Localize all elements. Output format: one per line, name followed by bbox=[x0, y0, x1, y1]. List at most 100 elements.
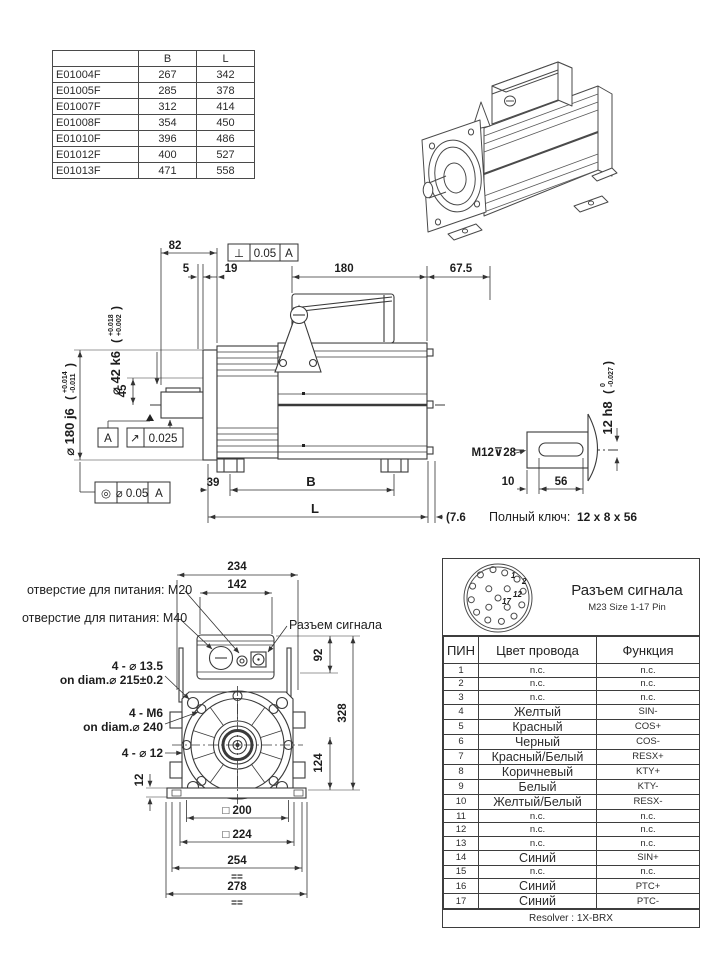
dim-39: 39 bbox=[207, 477, 220, 489]
header-func: Функция bbox=[596, 636, 700, 664]
dim-124: 124 bbox=[313, 753, 325, 773]
dim-278: 278 bbox=[227, 881, 247, 893]
l-cell: 450 bbox=[196, 114, 255, 131]
dim-92: 92 bbox=[313, 649, 325, 662]
pin-function: PTC+ bbox=[596, 878, 700, 895]
pin-function: n.c. bbox=[596, 835, 700, 851]
dim-sq224: □ 224 bbox=[222, 829, 252, 841]
thread-label: M12⊽28 bbox=[471, 447, 516, 459]
pin-number: 4 bbox=[443, 703, 479, 720]
pin-function: n.c. bbox=[596, 663, 700, 678]
wire-color: n.c. bbox=[478, 864, 597, 880]
pin-number: 8 bbox=[443, 763, 479, 780]
wire-color: Черный bbox=[478, 733, 597, 750]
l-cell: 558 bbox=[196, 162, 255, 179]
l-cell: 342 bbox=[196, 66, 255, 83]
dia42-lower: +0.002 bbox=[116, 314, 123, 336]
paren: ( bbox=[63, 396, 77, 400]
pin-1-label: 1 bbox=[511, 571, 516, 580]
dia42-main: ⌀ 42 k6 bbox=[108, 351, 123, 395]
wire-color: Красный/Белый bbox=[478, 748, 597, 765]
b-cell: 354 bbox=[138, 114, 197, 131]
wire-color: n.c. bbox=[478, 808, 597, 824]
key-height-upper: 0 bbox=[600, 383, 607, 387]
pinout-header: 1 2 12 17 Разъем сигнала M23 Size 1-17 P… bbox=[443, 559, 699, 636]
dia42-upper: +0.018 bbox=[108, 314, 115, 336]
pinout-header-row: ПИН Цвет провода Функция bbox=[443, 636, 700, 664]
pin-number: 6 bbox=[443, 733, 479, 750]
dia42-label: ⌀ 42 k6 ( +0.018 +0.002 ) bbox=[108, 306, 123, 395]
dim-254: 254 bbox=[227, 855, 247, 867]
shaft-detail-drawing bbox=[513, 413, 618, 482]
b-cell: 285 bbox=[138, 82, 197, 99]
shaft-detail-text: M12⊽28 10 56 Полный ключ: 12 x 8 x 56 bbox=[471, 447, 637, 524]
paren: ( bbox=[601, 390, 615, 394]
pin-function: n.c. bbox=[596, 864, 700, 880]
on-215-label: on diam.⌀ 215±0.2 bbox=[60, 673, 164, 687]
datum-label: A bbox=[104, 433, 112, 445]
pin-number: 12 bbox=[443, 822, 479, 837]
wire-color: n.c. bbox=[478, 663, 597, 678]
pin-number: 3 bbox=[443, 690, 479, 705]
conc-datum: A bbox=[155, 488, 163, 500]
side-view-drawing bbox=[150, 293, 445, 473]
pin-function: RESX+ bbox=[596, 748, 700, 765]
gdt-frame-text: ⊥ 0.05 A A ↗ 0.025 ◎ ⌀ 0.05 A bbox=[101, 248, 293, 500]
pin-2-label: 2 bbox=[521, 577, 527, 586]
paren: ) bbox=[601, 361, 615, 365]
b-cell: 471 bbox=[138, 162, 197, 179]
l-cell: 414 bbox=[196, 98, 255, 115]
pin-function: COS+ bbox=[596, 718, 700, 735]
perp-symbol: ⊥ bbox=[234, 248, 244, 260]
shaft-detail-dimensions bbox=[515, 428, 620, 494]
on-240-label: on diam.⌀ 240 bbox=[83, 720, 163, 734]
pin-number: 15 bbox=[443, 864, 479, 880]
dim-56: 56 bbox=[555, 476, 568, 488]
eq-mark: == bbox=[231, 898, 243, 909]
gland-m20-label: отверстие для питания: M20 bbox=[27, 583, 192, 597]
dim-180: 180 bbox=[334, 263, 353, 275]
paren: ) bbox=[63, 363, 77, 367]
front-view-text: 234 142 отверстие для питания: M20 отвер… bbox=[22, 561, 382, 909]
pin-function: n.c. bbox=[596, 676, 700, 692]
wire-color: Синий bbox=[478, 849, 597, 866]
model-cell: E01013F bbox=[52, 162, 139, 179]
wire-color: n.c. bbox=[478, 676, 597, 692]
header-pin: ПИН bbox=[443, 636, 479, 664]
pinout-title: Разъем сигнала bbox=[571, 581, 683, 599]
wire-color: Желтый bbox=[478, 703, 597, 720]
model-cell: E01008F bbox=[52, 114, 139, 131]
pin-function: COS- bbox=[596, 733, 700, 750]
conc-value: ⌀ 0.05 bbox=[116, 488, 149, 500]
connector-face-drawing: 1 2 12 17 bbox=[463, 563, 533, 633]
conc-symbol: ◎ bbox=[101, 488, 111, 500]
pin-function: KTY- bbox=[596, 778, 700, 795]
b-cell: 312 bbox=[138, 98, 197, 115]
model-cell: E01007F bbox=[52, 98, 139, 115]
pin-number: 16 bbox=[443, 878, 479, 895]
model-cell: E01010F bbox=[52, 130, 139, 147]
header-b: B bbox=[138, 50, 197, 67]
dim-7-6: (7.6 bbox=[446, 512, 466, 524]
pin-function: KTY+ bbox=[596, 763, 700, 780]
dia180-main: ⌀ 180 j6 bbox=[62, 408, 77, 456]
front-view-dimensions bbox=[146, 572, 360, 898]
key-height-lower: -0.027 bbox=[608, 367, 615, 387]
pinout-subtitle: M23 Size 1-17 Pin bbox=[588, 601, 666, 613]
runout-value: 0.025 bbox=[149, 433, 178, 445]
pin-number: 13 bbox=[443, 835, 479, 851]
